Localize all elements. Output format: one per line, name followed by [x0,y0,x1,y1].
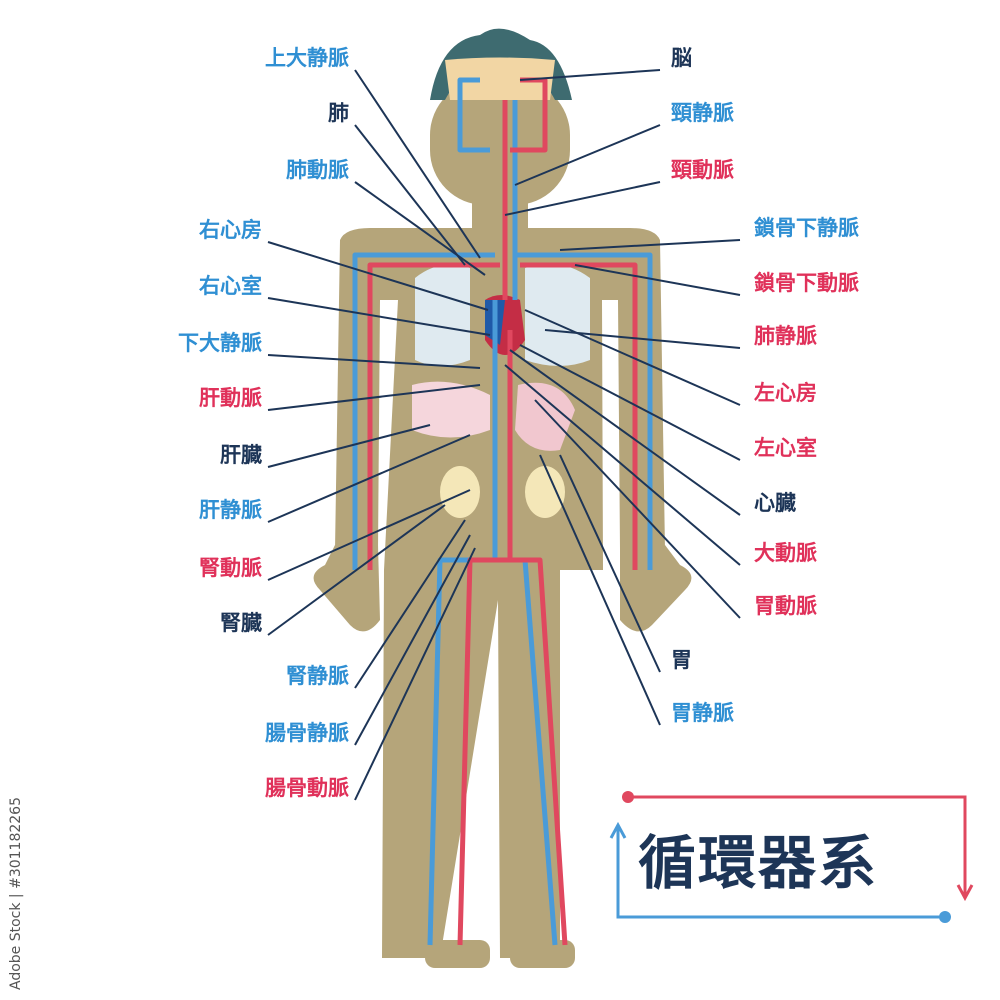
title-dot-red [622,791,634,803]
right-lung [415,264,470,366]
leader-line [539,454,661,726]
left-arm-artery [520,262,638,570]
label-left-5: 下大静脈 [178,331,262,355]
leader-line [267,424,431,468]
label-right-4: 鎖骨下動脈 [754,271,859,295]
label-left-12: 腸骨静脈 [265,721,349,745]
label-right-9: 大動脈 [754,541,817,565]
label-left-3: 右心房 [199,218,262,242]
label-right-6: 左心房 [754,381,817,405]
stock-id-text: Adobe Stock | #301182265 [8,797,24,990]
label-left-2: 肺動脈 [286,158,349,182]
leader-line [519,69,661,81]
title-frame [609,795,974,919]
right-kidney [440,466,480,518]
diagram-title: 循環器系 [638,829,879,897]
label-left-11: 腎静脈 [286,664,349,688]
leader-line [267,434,471,523]
leader-line [354,69,481,259]
leader-line [559,239,741,251]
aorta-right-leg [457,330,513,946]
organs [412,263,590,518]
brain [445,57,555,100]
right-foot [425,940,490,968]
left-lung [525,263,590,366]
label-right-2: 頸動脈 [671,158,734,182]
label-right-0: 脳 [671,46,692,70]
label-left-13: 腸骨動脈 [265,776,349,800]
leader-line [504,181,661,216]
title-arrow-red [628,795,967,895]
label-left-4: 右心室 [199,274,262,298]
head [430,80,570,205]
title-arrow-blue [616,828,945,919]
left-foot [510,940,575,968]
arteries [367,77,638,946]
leader-line [509,349,741,516]
label-right-1: 頸静脈 [671,101,734,125]
leader-line [267,504,446,636]
leader-line [514,124,661,186]
left-kidney [525,466,565,518]
liver [412,381,490,438]
leader-line [559,454,661,673]
right-arm-vein [352,252,495,570]
leader-line [574,264,741,296]
label-right-8: 心臓 [754,491,796,515]
label-left-7: 肝臓 [220,443,262,467]
right-arm-artery [367,262,500,570]
leader-line [267,297,491,336]
leader-line [354,534,471,746]
label-left-8: 肝静脈 [199,498,262,522]
leader-line [524,309,741,406]
label-right-10: 胃動脈 [754,594,817,618]
title-arrowhead-blue [609,821,627,839]
label-right-12: 胃静脈 [671,701,734,725]
title-dot-blue [939,911,951,923]
label-right-5: 肺静脈 [754,324,817,348]
leader-line [354,519,466,689]
label-right-3: 鎖骨下静脈 [754,216,859,240]
leader-line [354,124,466,266]
leader-line [354,181,486,276]
leader-line [267,489,471,581]
leader-line [267,384,481,411]
title-arrowhead-red [956,884,974,902]
label-left-6: 肝動脈 [199,386,262,410]
label-left-10: 腎臓 [220,611,262,635]
left-leg-artery [510,557,568,946]
leader-line [267,241,489,311]
label-left-9: 腎動脈 [199,556,262,580]
left-arm-vein [515,252,653,570]
leader-line [504,364,741,566]
right-hand [313,545,380,632]
head-vein [457,77,490,153]
stomach [515,382,575,451]
label-right-11: 胃 [671,648,692,672]
left-hand [620,545,692,632]
leader-line [519,344,741,461]
label-right-7: 左心室 [754,436,817,460]
leader-lines [267,69,741,801]
label-left-0: 上大静脈 [265,46,349,70]
leader-line [267,354,481,369]
leader-line [354,547,476,801]
leader-line [534,399,741,619]
label-left-1: 肺 [328,101,349,125]
